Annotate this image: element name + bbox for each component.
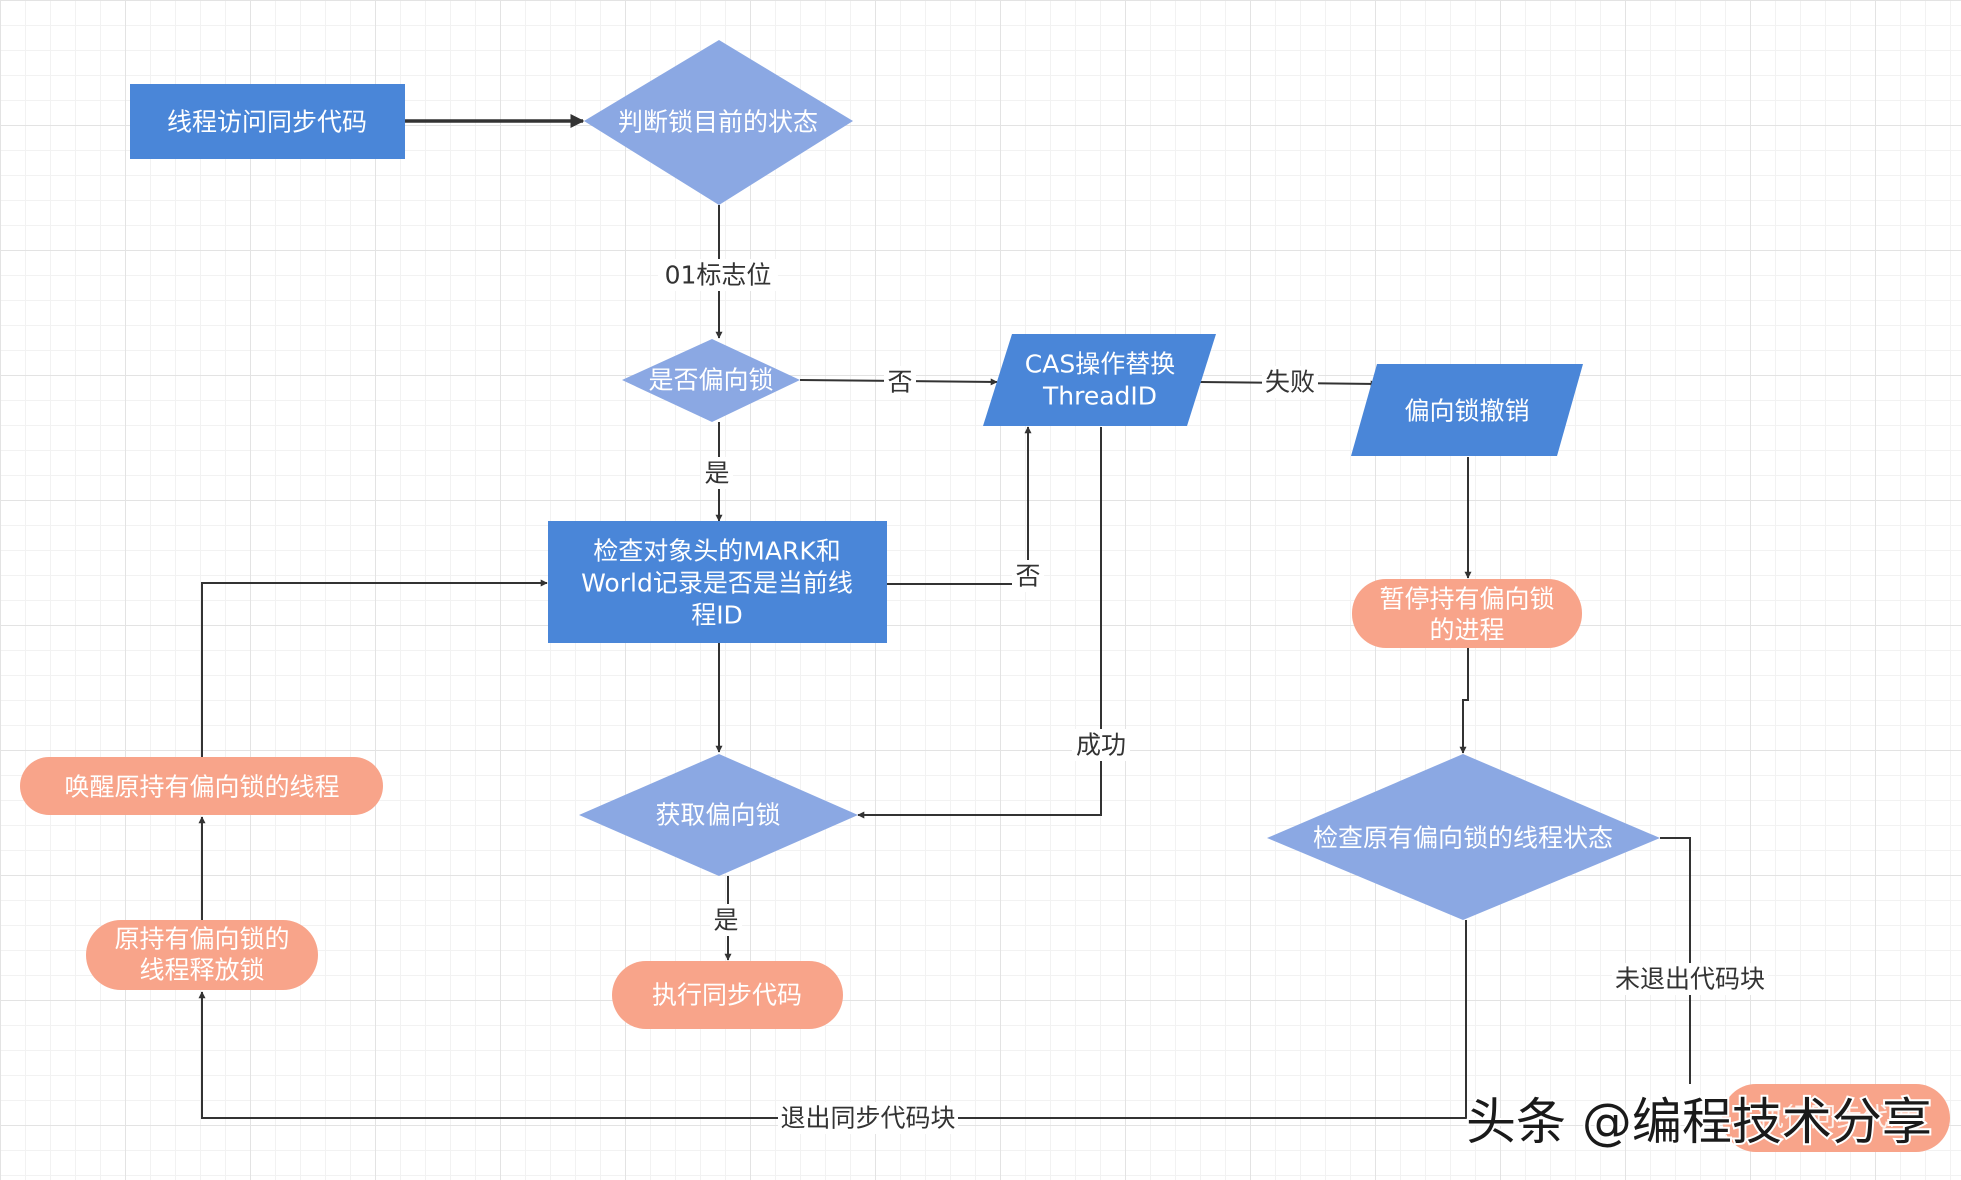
node-cas: CAS操作替换 ThreadID	[983, 334, 1216, 426]
node-release-line-1: 原持有偏向锁的	[114, 925, 289, 954]
edge-pause-to-checkstate	[1459, 648, 1469, 754]
svg-text:是: 是	[713, 906, 738, 935]
node-start-label: 线程访问同步代码	[167, 108, 367, 137]
node-release: 原持有偏向锁的 线程释放锁	[86, 920, 318, 990]
node-judge-label: 判断锁目前的状态	[618, 108, 818, 137]
node-pause-line-1: 暂停持有偏向锁	[1379, 585, 1554, 614]
node-check-mark-line-1: 检查对象头的MARK和	[593, 537, 840, 566]
svg-text:01标志位: 01标志位	[665, 261, 772, 290]
edge-checkstate-to-release	[198, 920, 1467, 1119]
node-release-line-2: 线程释放锁	[139, 956, 264, 985]
node-acquire-label: 获取偏向锁	[655, 801, 780, 830]
node-check-mark: 检查对象头的MARK和 World记录是否是当前线 程ID	[548, 521, 887, 643]
node-wake-label: 唤醒原持有偏向锁的线程	[64, 773, 339, 802]
edge-label-no2: 否	[1012, 560, 1044, 592]
svg-text:成功: 成功	[1076, 731, 1126, 760]
edge-checkmark-to-cas	[887, 426, 1032, 585]
edge-label-yes2: 是	[710, 904, 742, 936]
node-is-biased-label: 是否偏向锁	[648, 366, 773, 395]
node-check-state: 检查原有偏向锁的线程状态	[1267, 754, 1660, 920]
edge-label-fail: 失败	[1262, 366, 1318, 398]
node-execute-label: 执行同步代码	[652, 981, 802, 1010]
edge-label-not-exit: 未退出代码块	[1612, 963, 1768, 995]
node-start: 线程访问同步代码	[130, 84, 405, 159]
svg-text:未退出代码块: 未退出代码块	[1615, 965, 1765, 994]
node-check-mark-line-2: World记录是否是当前线	[581, 569, 853, 598]
edge-label-flag01: 01标志位	[658, 259, 778, 291]
node-wake: 唤醒原持有偏向锁的线程	[20, 757, 383, 815]
node-extra: 执行同步代码	[1722, 1084, 1950, 1152]
watermark: 头条 @编程技术分享	[1466, 1093, 1932, 1151]
edge-label-no1: 否	[884, 366, 916, 398]
node-check-mark-line-3: 程ID	[691, 601, 743, 630]
node-execute: 执行同步代码	[612, 961, 843, 1029]
node-is-biased: 是否偏向锁	[622, 339, 800, 422]
node-judge: 判断锁目前的状态	[584, 40, 853, 205]
svg-text:是: 是	[704, 459, 729, 488]
node-check-state-label: 检查原有偏向锁的线程状态	[1313, 824, 1613, 853]
svg-text:退出同步代码块: 退出同步代码块	[780, 1104, 955, 1133]
edge-wake-to-checkmark	[201, 579, 548, 757]
svg-text:否: 否	[1015, 562, 1040, 591]
svg-text:否: 否	[887, 368, 912, 397]
edge-label-success: 成功	[1072, 729, 1130, 761]
edge-cas-to-acquire	[857, 427, 1102, 819]
node-acquire: 获取偏向锁	[579, 754, 858, 876]
edge-checkstate-to-extra	[1660, 837, 1691, 1084]
node-extra-label: 执行同步代码	[1758, 1103, 1914, 1133]
edge-label-yes1: 是	[701, 457, 733, 489]
node-revoke-label: 偏向锁撤销	[1404, 397, 1529, 426]
node-pause: 暂停持有偏向锁 的进程	[1352, 579, 1582, 648]
node-revoke: 偏向锁撤销	[1351, 364, 1583, 456]
edge-label-exit: 退出同步代码块	[778, 1102, 958, 1134]
svg-text:失败: 失败	[1265, 368, 1315, 397]
node-cas-line-1: CAS操作替换	[1025, 350, 1175, 379]
node-pause-line-2: 的进程	[1429, 616, 1504, 645]
node-cas-line-2: ThreadID	[1042, 382, 1157, 411]
